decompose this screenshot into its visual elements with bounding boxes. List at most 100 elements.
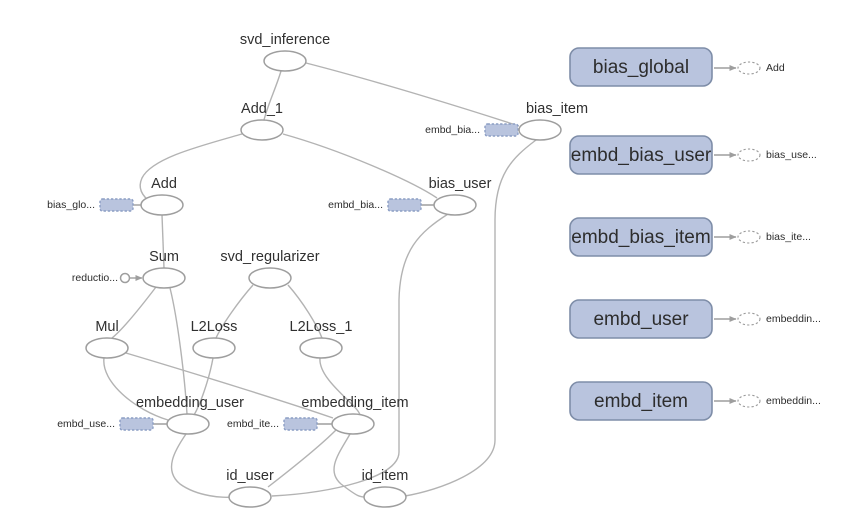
constant-node-circle[interactable] — [119, 272, 131, 284]
op-node-label: bias_user — [429, 176, 492, 192]
op-node-label: Mul — [95, 319, 118, 335]
op-node-label: id_user — [226, 468, 274, 484]
side-node-rect[interactable] — [569, 299, 713, 339]
variable-node-glyph[interactable] — [283, 417, 318, 431]
op-node-ellipse[interactable] — [140, 194, 184, 216]
op-node-ellipse[interactable] — [518, 119, 562, 141]
constant-input-reduction_indices[interactable]: reductio... — [72, 272, 143, 284]
op-node-id_item[interactable]: id_item — [362, 468, 409, 508]
variable-node-glyph[interactable] — [99, 198, 134, 212]
graph-edge-add_1-to-bias_user — [282, 133, 438, 199]
op-node-add[interactable]: Add — [140, 176, 184, 216]
op-node-sum[interactable]: Sum — [142, 249, 186, 289]
variable-input-embd_use_embuser[interactable]: embd_use... — [57, 417, 175, 431]
side-node-label: embd_bias_user — [571, 145, 712, 166]
op-node-label: svd_regularizer — [220, 249, 319, 265]
variable-input-label: embd_use... — [57, 418, 115, 430]
op-node-mul[interactable]: Mul — [85, 319, 129, 359]
op-node-ellipse[interactable] — [248, 267, 292, 289]
op-node-ellipse[interactable] — [263, 50, 307, 72]
graph-edge-embedding_user-to-id_user — [170, 433, 232, 498]
op-node-l2loss[interactable]: L2Loss — [191, 319, 238, 359]
graph-edge-embedding_item-to-id_user — [267, 429, 337, 488]
graph-edge-l2loss-to-embedding_user — [193, 357, 214, 416]
side-node-embd_bias_user[interactable]: embd_bias_user bias_use... — [569, 135, 817, 175]
op-node-ellipse[interactable] — [299, 337, 343, 359]
op-node-ellipse[interactable] — [142, 267, 186, 289]
op-node-ellipse[interactable] — [363, 486, 407, 508]
graph-edge-svd_inference-to-bias_item — [305, 62, 520, 127]
variable-input-label: embd_ite... — [227, 418, 279, 430]
graph-edge-svd_inference-to-add_1 — [263, 70, 282, 121]
side-node-stub-ellipse[interactable] — [737, 230, 761, 244]
op-node-svd_regularizer[interactable]: svd_regularizer — [220, 249, 320, 289]
side-node-rect[interactable] — [569, 135, 713, 175]
variable-node-glyph[interactable] — [387, 198, 422, 212]
side-node-stub-ellipse[interactable] — [737, 148, 761, 162]
side-node-rect[interactable] — [569, 381, 713, 421]
op-node-id_user[interactable]: id_user — [226, 468, 274, 508]
op-node-ellipse[interactable] — [85, 337, 129, 359]
variable-input-embd_bia_item[interactable]: embd_bia... — [425, 123, 527, 137]
variable-node-glyph[interactable] — [484, 123, 519, 137]
graph-edge-embedding_item-to-id_item — [333, 433, 366, 498]
side-node-rect[interactable] — [569, 47, 713, 87]
op-node-ellipse[interactable] — [192, 337, 236, 359]
op-node-ellipse[interactable] — [228, 486, 272, 508]
op-node-l2loss_1[interactable]: L2Loss_1 — [290, 319, 353, 359]
graph-edge-svd_regularizer-to-l2loss — [215, 284, 254, 339]
side-node-rect[interactable] — [569, 217, 713, 257]
side-node-label: embd_bias_item — [571, 227, 710, 248]
side-node-stub-ellipse[interactable] — [737, 61, 761, 75]
variable-node-glyph[interactable] — [119, 417, 154, 431]
op-node-add_1[interactable]: Add_1 — [240, 101, 284, 141]
op-node-ellipse[interactable] — [433, 194, 477, 216]
op-node-label: L2Loss — [191, 319, 238, 335]
op-node-svd_inference[interactable]: svd_inference — [240, 32, 330, 72]
op-node-ellipse[interactable] — [331, 413, 375, 435]
op-node-label: Add — [151, 176, 177, 192]
side-node-stub-ellipse[interactable] — [737, 394, 761, 408]
op-node-label: embedding_user — [136, 395, 244, 411]
op-node-embedding_user[interactable]: embedding_user — [136, 395, 244, 435]
op-node-ellipse[interactable] — [166, 413, 210, 435]
variable-input-label: bias_glo... — [47, 199, 95, 211]
variable-inputs-layer[interactable]: bias_glo... embd_bia... embd_bia... embd_us… — [47, 123, 527, 431]
graph-edge-bias_item-to-id_item — [404, 139, 537, 497]
op-node-label: Add_1 — [241, 101, 283, 117]
op-node-label: L2Loss_1 — [290, 319, 353, 335]
op-node-label: svd_inference — [240, 32, 330, 48]
op-node-bias_user[interactable]: bias_user — [429, 176, 492, 216]
constant-input-label: reductio... — [72, 272, 118, 284]
side-node-stub-ellipse[interactable] — [737, 312, 761, 326]
op-node-embedding_item[interactable]: embedding_item — [301, 395, 409, 435]
graph-edge-bias_user-to-id_user — [271, 213, 449, 497]
variable-input-embd_bia_user[interactable]: embd_bia... — [328, 198, 442, 212]
graph-edge-add_1-to-add — [139, 133, 243, 204]
op-node-label: embedding_item — [301, 395, 408, 411]
op-node-ellipse[interactable] — [240, 119, 284, 141]
constant-inputs-layer[interactable]: reductio... — [72, 272, 143, 284]
side-node-label: embd_item — [594, 391, 688, 412]
side-node-label: embd_user — [593, 309, 689, 330]
graph-edge-l2loss_1-to-embedding_item — [319, 357, 361, 416]
graph-edge-add-to-sum — [161, 214, 165, 269]
variable-input-bias_glo_add[interactable]: bias_glo... — [47, 198, 149, 212]
variable-input-label: embd_bia... — [425, 124, 480, 136]
graph-edge-sum-to-embedding_user — [169, 287, 188, 415]
variable-input-label: embd_bia... — [328, 199, 383, 211]
op-node-bias_item[interactable]: bias_item — [518, 101, 588, 141]
variable-input-embd_ite_embitem[interactable]: embd_ite... — [227, 417, 340, 431]
graph-edge-sum-to-mul — [111, 286, 157, 339]
op-node-label: id_item — [362, 468, 409, 484]
graph-edge-mul-to-embedding_item — [125, 352, 334, 419]
side-node-stub-label: bias_use... — [766, 149, 817, 161]
